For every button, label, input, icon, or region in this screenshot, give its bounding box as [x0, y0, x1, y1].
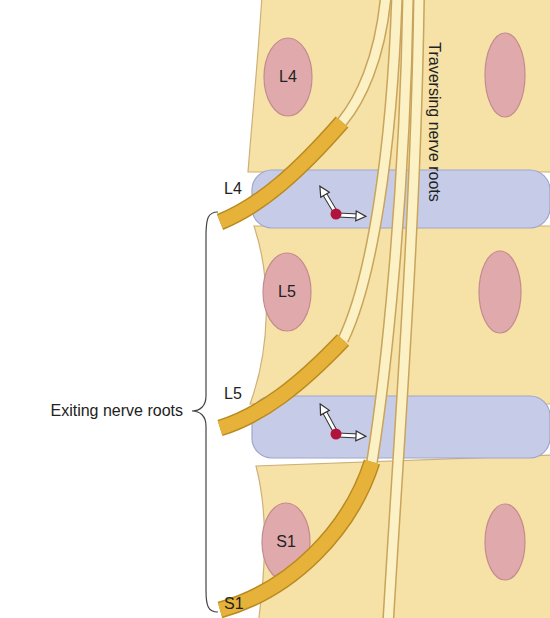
pedicle-oval: L5: [262, 252, 312, 332]
traversing-root-outline: [342, 0, 386, 122]
herniation-dot: [331, 429, 342, 440]
traversing-root-outline: [388, 0, 419, 618]
pedicle-oval: [485, 504, 525, 580]
exiting-root-outline: [220, 340, 343, 428]
pedicle-oval-outline: [264, 38, 312, 116]
intervertebral-disc: [252, 170, 550, 228]
direction-arrow: [324, 193, 336, 213]
traversing-root-outline: [343, 0, 397, 340]
curly-bracket: [192, 212, 218, 612]
traversing-root: [388, 0, 419, 618]
vertebra-label: S1: [276, 533, 296, 551]
arrow-shaft-outline: [338, 435, 358, 436]
vertebra-label: L4: [279, 68, 297, 86]
direction-arrow: [338, 435, 358, 436]
traversing-root: [342, 0, 386, 122]
pedicle-oval: L4: [263, 37, 313, 117]
vertebral-body: [250, 226, 550, 404]
traversing-root: [343, 0, 397, 340]
pedicle-oval-outline: [263, 253, 311, 331]
root-group-label: Traversing nerve roots: [424, 42, 443, 201]
pedicle-oval: [479, 251, 521, 333]
intervertebral-disc: [252, 396, 550, 458]
arrow-shaft-outline: [324, 411, 336, 433]
exiting-root: [220, 122, 342, 222]
exiting-root-label: L5: [224, 384, 242, 403]
arrow-shaft-outline: [338, 215, 358, 216]
exiting-root: [220, 462, 372, 610]
exiting-root-outline: [220, 462, 372, 610]
exiting-root: [220, 340, 343, 428]
exiting-root-label: S1: [224, 594, 244, 613]
bracket-label: Exiting nerve roots: [0, 401, 183, 420]
direction-arrow: [324, 411, 336, 433]
arrow-shaft-outline: [324, 193, 336, 213]
pedicle-oval-outline: [262, 503, 310, 581]
exiting-root-outline: [220, 122, 342, 222]
sacrum: [256, 455, 550, 618]
traversing-root-outline: [372, 0, 408, 462]
pedicle-oval: [485, 33, 525, 117]
exiting-root-label: L4: [224, 179, 242, 198]
pedicle-oval: S1: [261, 502, 311, 582]
traversing-root: [372, 0, 408, 462]
vertebral-body: [248, 0, 550, 172]
direction-arrow: [338, 215, 358, 216]
vertebra-label: L5: [278, 283, 296, 301]
herniation-dot: [331, 209, 342, 220]
